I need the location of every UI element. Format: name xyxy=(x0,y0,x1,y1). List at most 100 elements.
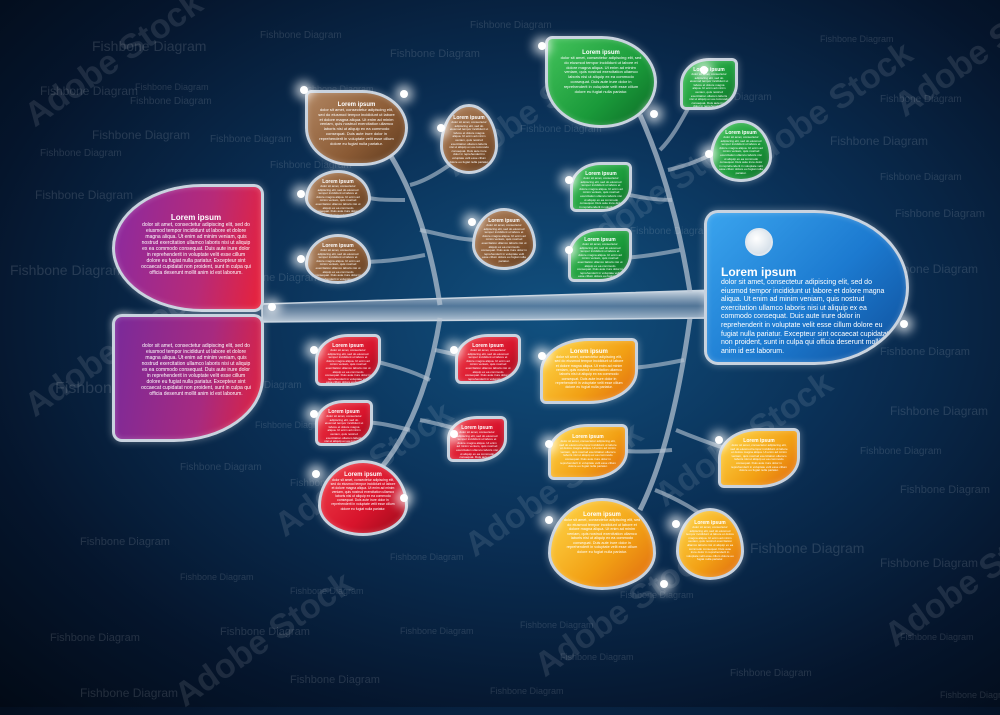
watermark-label: Fishbone Diagram xyxy=(470,20,552,31)
leaf-title: Lorem ipsum xyxy=(585,171,617,177)
tail-top-title: Lorem ipsum xyxy=(170,213,222,222)
rib-brown-main xyxy=(377,138,443,306)
leaf-title: Lorem ipsum xyxy=(583,512,621,518)
watermark-label: Fishbone Diagram xyxy=(490,686,564,696)
leaf-body: dolor sit amet, consectetur adipiscing e… xyxy=(577,242,623,282)
sparkle xyxy=(660,580,668,588)
leaf-body: dolor sit amet, consectetur adipiscing e… xyxy=(579,176,623,212)
sparkle xyxy=(437,124,445,132)
leaf-title: Lorem ipsum xyxy=(332,343,364,349)
sparkle xyxy=(545,516,553,524)
sparkle xyxy=(715,436,723,444)
leaf-body: dolor sit amet, consectetur adipiscing e… xyxy=(324,414,364,446)
sparkle xyxy=(468,218,476,226)
leaf-body: dolor sit amet, consectetur adipiscing e… xyxy=(719,135,763,175)
sparkle xyxy=(565,246,573,254)
leaf-body: dolor sit amet, consectetur adipiscing e… xyxy=(449,120,489,164)
watermark-label: Fishbone Diagram xyxy=(40,148,122,159)
leaf-body: dolor sit amet, consectetur adipiscing e… xyxy=(315,248,361,284)
spine xyxy=(261,289,716,323)
leaf-body: dolor sit amet, consectetur adipiscing e… xyxy=(554,355,624,390)
watermark-label: Fishbone Diagram xyxy=(520,620,594,630)
leaf-title: Lorem ipsum xyxy=(584,237,616,243)
watermark-label: Fishbone Diagram xyxy=(390,552,464,562)
fish-eye xyxy=(745,228,773,256)
sparkle xyxy=(312,470,320,478)
sparkle xyxy=(672,520,680,528)
watermark-label: Fishbone Diagram xyxy=(750,540,865,556)
watermark-label: Fishbone Diagram xyxy=(820,34,894,44)
sparkle xyxy=(538,352,546,360)
sparkle xyxy=(650,110,658,118)
sparkle xyxy=(538,42,546,50)
watermark-label: Fishbone Diagram xyxy=(220,626,310,638)
watermark-label: Fishbone Diagram xyxy=(35,188,134,202)
leaf-body: dolor sit amet, consectetur adipiscing e… xyxy=(559,439,617,469)
watermark-label: Fishbone Diagram xyxy=(300,84,374,94)
leaf-title: Lorem ipsum xyxy=(472,343,504,349)
watermark-label: Fishbone Diagram xyxy=(130,96,212,107)
leaf-title: Lorem ipsum xyxy=(461,425,493,431)
watermark-label: Fishbone Diagram xyxy=(92,128,191,142)
leaf-title: Lorem ipsum xyxy=(322,243,354,249)
watermark-label: Fishbone Diagram xyxy=(290,674,380,686)
tail-top-body: dolor sit amet, consectetur adipiscing e… xyxy=(141,222,251,276)
watermark-label: Fishbone Diagram xyxy=(270,160,352,171)
watermark-label: Fishbone Diagram xyxy=(880,346,970,358)
sparkle xyxy=(900,320,908,328)
sparkle xyxy=(400,90,408,98)
watermark-label: Fishbone Diagram xyxy=(40,84,139,98)
watermark-label: Fishbone Diagram xyxy=(80,536,170,548)
leaf-body: dolor sit amet, consectetur adipiscing e… xyxy=(465,348,511,384)
watermark-label: Fishbone Diagram xyxy=(630,226,712,237)
sparkle xyxy=(300,86,308,94)
watermark-label: Fishbone Diagram xyxy=(400,626,474,636)
watermark-label: Fishbone Diagram xyxy=(895,208,985,220)
head-body: dolor sit amet, consectetur adipiscing e… xyxy=(721,279,889,355)
watermark-label: Fishbone Diagram xyxy=(520,124,602,135)
watermark-label: Fishbone Diagram xyxy=(290,586,364,596)
watermark-label: Fishbone Diagram xyxy=(880,556,979,570)
watermark-label: Fishbone Diagram xyxy=(210,134,292,145)
leaf-body: dolor sit amet, consectetur adipiscing e… xyxy=(560,55,642,94)
head-title: Lorem ipsum xyxy=(721,265,797,279)
leaf-title: Lorem ipsum xyxy=(725,130,757,136)
rib-yellow-main xyxy=(637,317,693,512)
watermark-label: Fishbone Diagram xyxy=(860,446,942,457)
watermark-label: Fishbone Diagram xyxy=(92,38,207,54)
watermark-label: Fishbone Diagram xyxy=(730,668,812,679)
leaf-body: dolor sit amet, consectetur adipiscing e… xyxy=(330,478,396,511)
sparkle xyxy=(565,176,573,184)
leaf-title: Lorem ipsum xyxy=(582,50,620,56)
rib-brown-b xyxy=(419,228,481,242)
sparkle xyxy=(545,440,553,448)
leaf-title: Lorem ipsum xyxy=(694,520,726,526)
watermark-label: Fishbone Diagram xyxy=(255,420,329,430)
tail-fin-bottom: dolor sit amet, consectetur adipiscing e… xyxy=(112,314,264,442)
watermark-label: Fishbone Diagram xyxy=(180,462,262,473)
leaf-body: dolor sit amet, consectetur adipiscing e… xyxy=(563,518,641,554)
watermark-label: Fishbone Diagram xyxy=(50,632,140,644)
leaf-title: Lorem ipsum xyxy=(453,115,485,121)
sparkle xyxy=(310,346,318,354)
watermark-label: Fishbone Diagram xyxy=(10,262,125,278)
leaf-body: dolor sit amet, consectetur adipiscing e… xyxy=(315,184,361,217)
watermark-label: Fishbone Diagram xyxy=(80,686,179,700)
tail-bottom-body: dolor sit amet, consectetur adipiscing e… xyxy=(141,343,251,397)
